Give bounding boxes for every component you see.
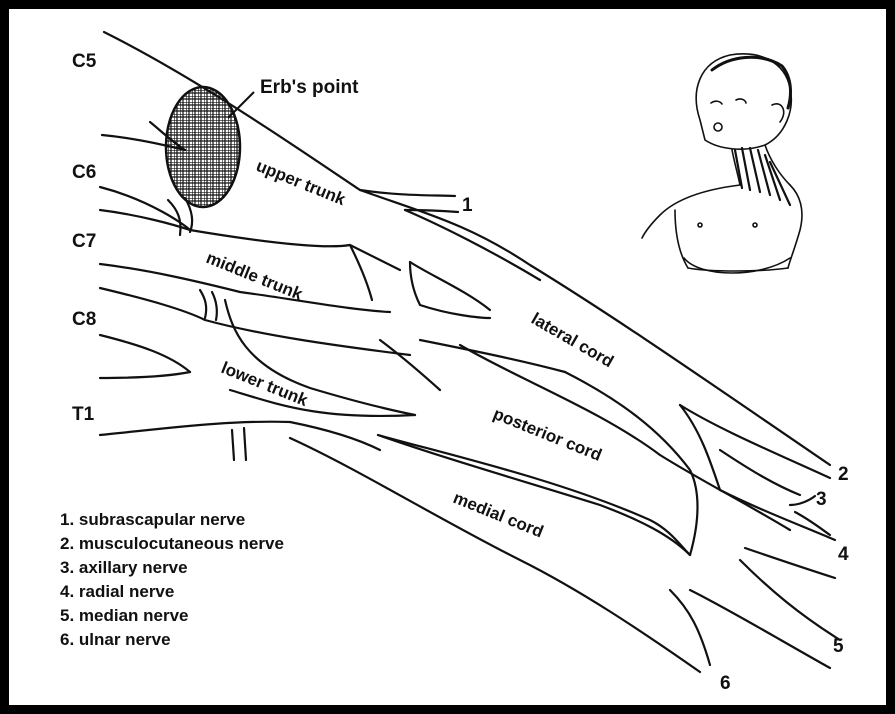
posterior-cord-top: [565, 372, 698, 555]
legend-item: 2. musculocutaneous nerve: [60, 532, 284, 556]
t1-top-edge: [100, 422, 380, 450]
branch-1-nerve: [360, 190, 458, 212]
t1-stub-a: [232, 430, 234, 460]
branch-number-5: 5: [833, 636, 844, 657]
root-label-c6: C6: [72, 162, 96, 183]
branch-5-lower: [690, 590, 830, 668]
c7-notch: [200, 290, 217, 320]
branch-3-a: [720, 450, 800, 495]
legend-item: 6. ulnar nerve: [60, 628, 284, 652]
c6-trunk-join: [100, 210, 400, 270]
legend-item: 4. radial nerve: [60, 580, 284, 604]
root-label-c5: C5: [72, 51, 97, 72]
lower-trunk-top: [230, 390, 415, 416]
posterior-div-b: [420, 340, 565, 372]
legend-item: 5. median nerve: [60, 604, 284, 628]
branch-4-lower: [745, 548, 835, 578]
root-label-t1: T1: [72, 404, 95, 425]
branch-5-top: [740, 560, 840, 640]
legend-item: 1. subrascapular nerve: [60, 508, 284, 532]
erbs-point-label: Erb's point: [260, 77, 359, 98]
c6-lower-edge: [100, 187, 190, 230]
medial-cord-label: medial cord: [451, 488, 547, 541]
branch-number-4: 4: [838, 544, 849, 565]
posterior-cord-label: posterior cord: [491, 404, 605, 465]
c8-lower-edge: [100, 372, 190, 378]
root-label-c8: C8: [72, 309, 96, 330]
branch-3-b: [790, 496, 815, 505]
middle-trunk-split-b: [410, 262, 490, 318]
middle-trunk-label: middle trunk: [204, 248, 306, 304]
erbs-point-hatched-oval-icon: [166, 87, 240, 207]
lateral-cord-label: lateral cord: [528, 309, 617, 371]
middle-trunk-split-a: [410, 262, 490, 310]
branch-number-6: 6: [720, 673, 731, 694]
upper-trunk-label: upper trunk: [254, 156, 349, 209]
nerve-legend: 1. subrascapular nerve 2. musculocutaneo…: [60, 508, 284, 652]
c8-top-edge: [100, 335, 190, 372]
legend-item: 3. axillary nerve: [60, 556, 284, 580]
upper-trunk-lower-edge: [405, 210, 540, 280]
posterior-div-a: [380, 340, 440, 390]
middle-trunk-lower: [100, 288, 410, 355]
branch-number-3: 3: [816, 489, 827, 510]
branch-number-1: 1: [462, 195, 473, 216]
t1-stub-b: [244, 428, 246, 460]
branch-number-2: 2: [838, 464, 849, 485]
branch-6-split: [670, 590, 710, 665]
infant-figure-icon: [642, 54, 802, 273]
root-label-c7: C7: [72, 231, 96, 252]
